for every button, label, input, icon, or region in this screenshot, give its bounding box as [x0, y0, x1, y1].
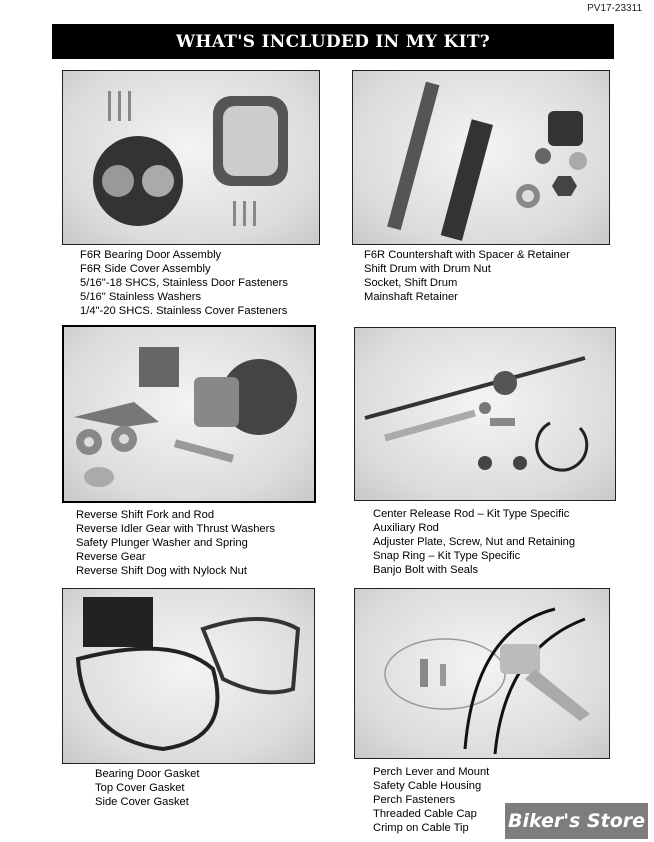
item-list: Center Release Rod – Kit Type Specific A… — [373, 507, 575, 577]
photo-release-rod-parts — [354, 327, 616, 501]
photo-gaskets — [62, 588, 315, 764]
list-item: Mainshaft Retainer — [364, 291, 458, 303]
list-item: Reverse Shift Dog with Nylock Nut — [76, 565, 247, 577]
photo-bearing-door-and-side-cover — [62, 70, 320, 245]
list-item: Center Release Rod – Kit Type Specific — [373, 508, 570, 520]
watermark-logo: Biker's Store — [505, 803, 648, 839]
list-item: Reverse Shift Fork and Rod — [76, 509, 215, 521]
list-item: Perch Fasteners — [373, 794, 456, 806]
list-item: Reverse Gear — [76, 551, 146, 563]
list-item: Threaded Cable Cap — [373, 808, 477, 820]
list-item: 1/4"-20 SHCS. Stainless Cover Fasteners — [80, 305, 288, 317]
list-item: Adjuster Plate, Screw, Nut and Retaining — [373, 536, 576, 548]
list-item: Top Cover Gasket — [95, 782, 185, 794]
list-item: Bearing Door Gasket — [95, 768, 200, 780]
list-item: Auxiliary Rod — [373, 522, 439, 534]
document-number: PV17-23311 — [587, 3, 642, 14]
list-item: Banjo Bolt with Seals — [373, 564, 479, 576]
photo-reverse-gear-parts — [62, 325, 316, 503]
list-item: 5/16"-18 SHCS, Stainless Door Fasteners — [80, 277, 288, 289]
item-list: F6R Bearing Door Assembly F6R Side Cover… — [80, 248, 288, 318]
item-list: Reverse Shift Fork and Rod Reverse Idler… — [76, 508, 275, 578]
list-item: F6R Side Cover Assembly — [80, 263, 211, 275]
page-title: WHAT'S INCLUDED IN MY KIT? — [52, 24, 614, 59]
list-item: Crimp on Cable Tip — [373, 822, 469, 834]
list-item: Side Cover Gasket — [95, 796, 189, 808]
list-item: 5/16" Stainless Washers — [80, 291, 202, 303]
item-list: Bearing Door Gasket Top Cover Gasket Sid… — [95, 767, 199, 809]
list-item: F6R Bearing Door Assembly — [80, 249, 222, 261]
photo-countershaft-and-shift-drum — [352, 70, 610, 245]
item-list: F6R Countershaft with Spacer & Retainer … — [364, 248, 570, 304]
list-item: Snap Ring – Kit Type Specific — [373, 550, 521, 562]
list-item: Safety Plunger Washer and Spring — [76, 537, 248, 549]
item-list: Perch Lever and Mount Safety Cable Housi… — [373, 765, 489, 835]
list-item: Shift Drum with Drum Nut — [364, 263, 491, 275]
list-item: Reverse Idler Gear with Thrust Washers — [76, 523, 275, 535]
list-item: F6R Countershaft with Spacer & Retainer — [364, 249, 570, 261]
list-item: Safety Cable Housing — [373, 780, 482, 792]
photo-perch-lever-and-cable — [354, 588, 610, 759]
list-item: Socket, Shift Drum — [364, 277, 458, 289]
list-item: Perch Lever and Mount — [373, 766, 490, 778]
